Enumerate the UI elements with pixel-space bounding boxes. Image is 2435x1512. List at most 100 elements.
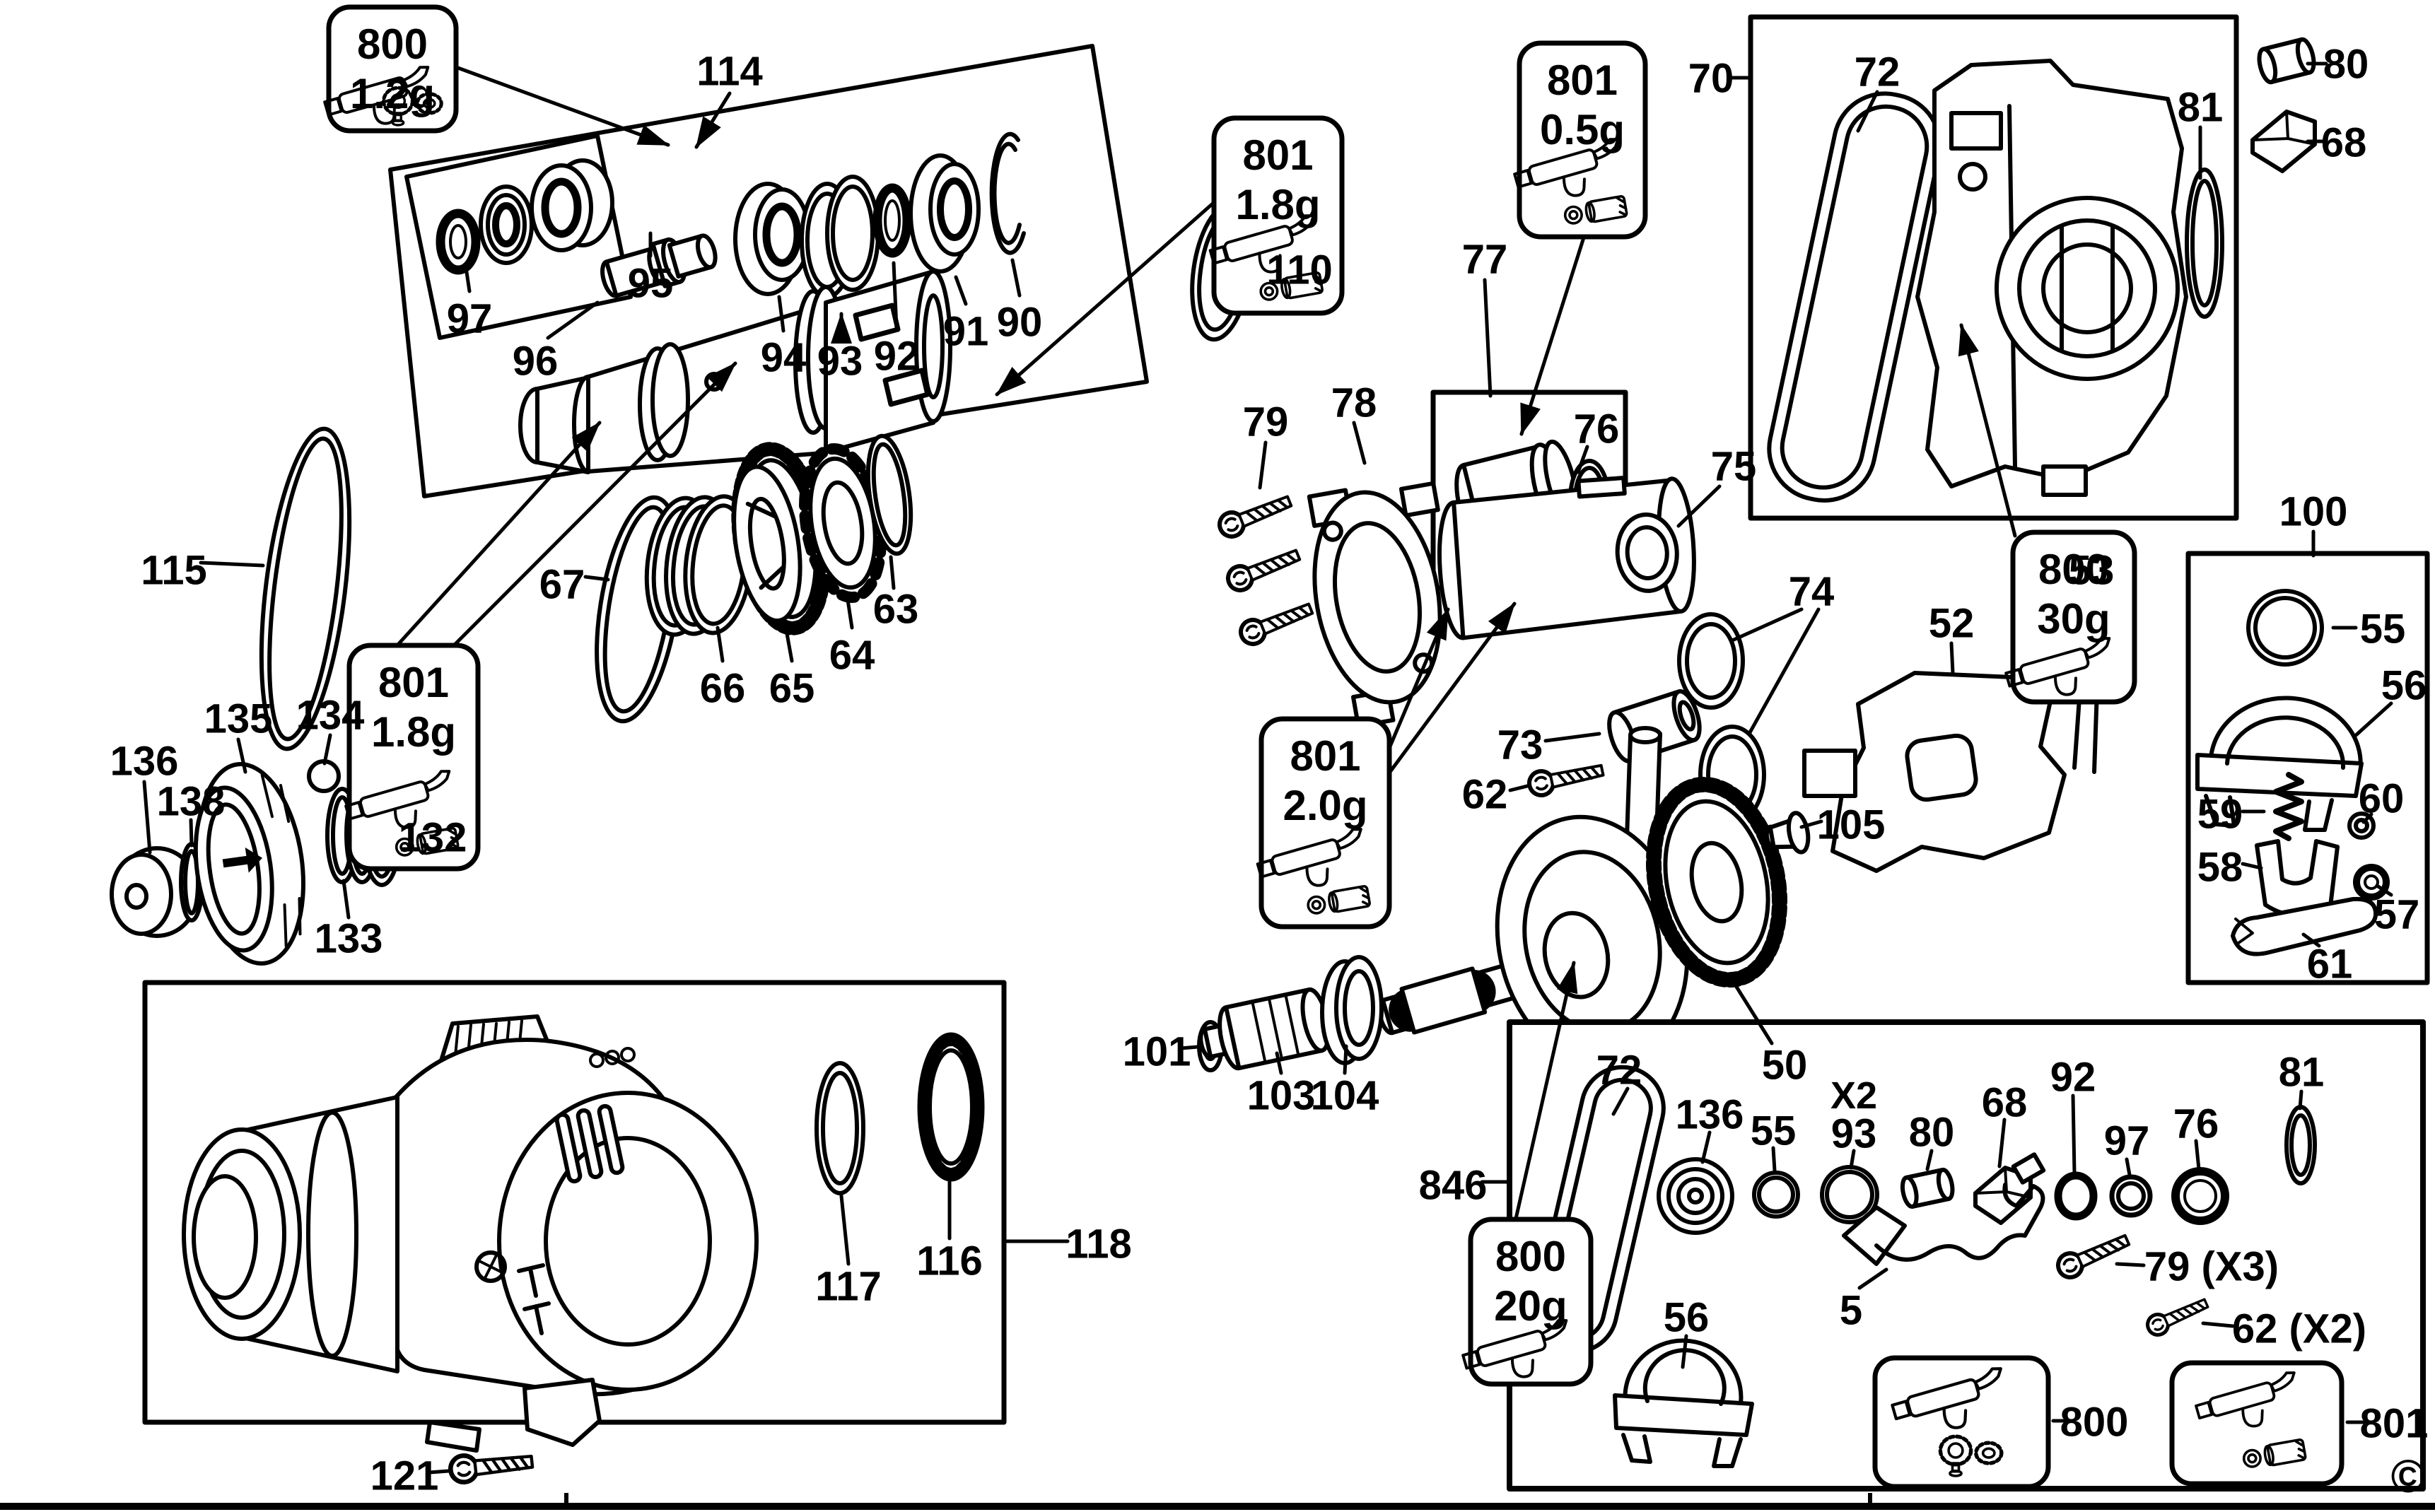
- part-135-sleeve: [193, 762, 305, 966]
- label-846-68: 68: [1982, 1079, 2028, 1125]
- label-65: 65: [769, 665, 815, 711]
- callout-801-0-5g-amount: 0.5g: [1540, 106, 1625, 153]
- callout-801-1-8g-spindle-number: 801: [378, 659, 449, 706]
- callout-801-2-0g-number: 801: [1290, 732, 1360, 780]
- label-846-136: 136: [1676, 1091, 1744, 1137]
- label-55: 55: [2360, 606, 2406, 652]
- kit-81-oring: [2284, 1105, 2317, 1185]
- label-70: 70: [1688, 55, 1734, 101]
- part-121-screw: [449, 1448, 533, 1483]
- part-57-nut: [2353, 864, 2390, 901]
- part-78-flange: [1307, 481, 1442, 729]
- label-92: 92: [874, 333, 920, 379]
- label-62: 62: [1462, 771, 1508, 817]
- label-94: 94: [761, 334, 807, 380]
- label-117: 117: [815, 1263, 882, 1309]
- part-92-seal: [872, 183, 912, 258]
- part-61-lever: [2231, 896, 2378, 956]
- kit-box-800: [1872, 1355, 2051, 1489]
- part-97-seals: [436, 184, 534, 275]
- kit-80-pin: [1900, 1167, 1955, 1209]
- part-117-oring: [814, 1061, 865, 1195]
- label-121: 121: [370, 1453, 439, 1499]
- footer-rule: [0, 1493, 2435, 1510]
- label-77: 77: [1462, 236, 1508, 282]
- part-66-rings: [644, 494, 754, 637]
- label-118: 118: [1065, 1221, 1132, 1267]
- label-134: 134: [296, 692, 365, 738]
- label-846-72: 72: [1596, 1047, 1642, 1093]
- label-846-x2: X2: [1830, 1074, 1877, 1117]
- label-5: 5: [1840, 1287, 1862, 1333]
- grease-callouts-layer: 8001.2g8011.8g8011.8g8010.5g80030g8012.0…: [321, 4, 2137, 1393]
- callout-800-1-2g-number: 800: [357, 20, 428, 68]
- label-50: 50: [1762, 1042, 1808, 1088]
- label-135: 135: [204, 696, 273, 742]
- group-box-118: [142, 980, 1007, 1453]
- callout-800-20g-number: 800: [1495, 1233, 1566, 1280]
- part-75-cylinder: [1437, 476, 1696, 640]
- label-64: 64: [829, 632, 875, 678]
- label-95: 95: [628, 260, 674, 306]
- label-68: 68: [2321, 119, 2367, 165]
- part-housing: [182, 1014, 759, 1453]
- callout-801-1-8g-barrel-number: 801: [1242, 131, 1313, 179]
- callout-800-20g-amount: 20g: [1494, 1282, 1567, 1330]
- label-72: 72: [1855, 49, 1900, 95]
- label-78: 78: [1331, 380, 1377, 426]
- part-63-oring: [865, 433, 913, 556]
- part-79-screws: [1216, 490, 1315, 647]
- kit-76-ring: [2171, 1167, 2229, 1225]
- part-105-rivet: [1764, 811, 1811, 855]
- label-116: 116: [916, 1238, 983, 1284]
- callout-801-1-8g-barrel-amount: 1.8g: [1235, 181, 1320, 228]
- label-846-55: 55: [1751, 1108, 1797, 1154]
- label-80: 80: [2323, 41, 2369, 87]
- label-133: 133: [315, 915, 383, 961]
- label-846-801: 801: [2360, 1400, 2429, 1446]
- callout-800-30g-amount: 30g: [2037, 595, 2110, 643]
- label-846: 846: [1419, 1162, 1488, 1208]
- label-58: 58: [2197, 844, 2243, 890]
- label-52: 52: [1929, 600, 1975, 646]
- label-53: 53: [2069, 547, 2115, 593]
- part-90-snap-ring: [989, 131, 1026, 255]
- callout-801-1-8g-spindle-amount: 1.8g: [371, 708, 456, 756]
- part-93-rings: [800, 175, 880, 299]
- part-80-pin: [2257, 37, 2316, 85]
- label-846-80: 80: [1909, 1109, 1955, 1155]
- label-114: 114: [696, 48, 763, 94]
- group-box-70: [1748, 14, 2239, 521]
- label-136: 136: [110, 738, 179, 784]
- label-101: 101: [1123, 1028, 1191, 1074]
- group-box-846: [1507, 1019, 2426, 1492]
- label-846-56: 56: [1664, 1294, 1710, 1340]
- label-76: 76: [1574, 406, 1620, 452]
- kit-5-wire: [1842, 1152, 2046, 1266]
- label-100: 100: [2279, 488, 2348, 534]
- label-97: 97: [447, 295, 493, 341]
- part-52-bracket: [1802, 671, 2067, 873]
- label-846-62x2: 62 (X2): [2232, 1306, 2366, 1352]
- kit-56-cap: [1613, 1338, 1754, 1468]
- label-846-93: 93: [1831, 1110, 1877, 1156]
- part-116-bearing: [917, 1032, 985, 1182]
- part-59-spring: [2273, 772, 2304, 841]
- kit-92-seal: [2054, 1171, 2098, 1221]
- part-136-cap: [110, 846, 200, 938]
- label-104: 104: [1311, 1072, 1379, 1118]
- callout-801-2-0g-amount: 2.0g: [1283, 782, 1367, 829]
- label-61: 61: [2307, 941, 2353, 987]
- part-81-oring: [2185, 168, 2224, 319]
- label-74: 74: [1789, 568, 1835, 614]
- label-79: 79: [1243, 399, 1289, 445]
- part-134-ball: [307, 759, 341, 793]
- group-box-100: [2185, 551, 2430, 985]
